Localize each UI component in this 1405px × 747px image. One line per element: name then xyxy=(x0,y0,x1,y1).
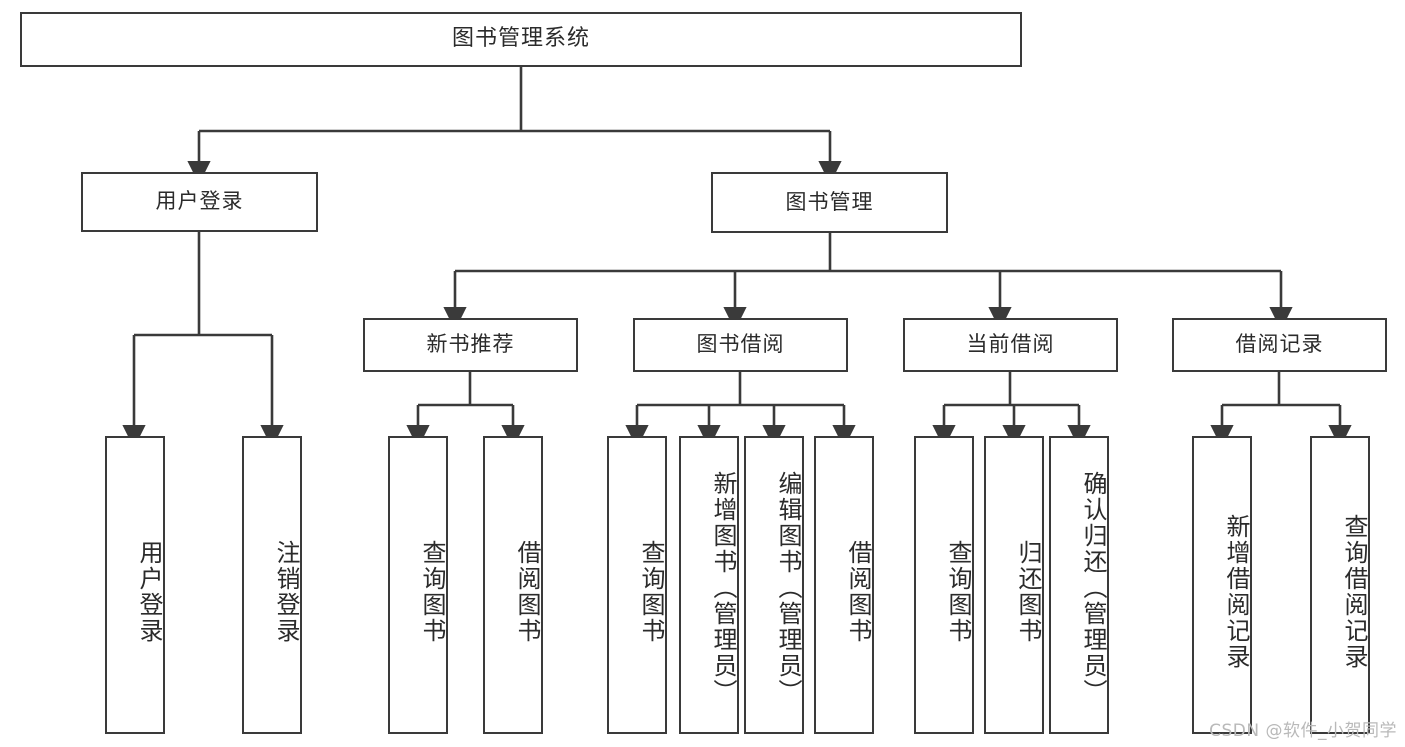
leaf-borrow-borrow-book[interactable]: 借阅图书 xyxy=(814,436,874,734)
leaf-user-logout[interactable]: 注销登录 xyxy=(242,436,302,734)
node-borrow-record[interactable]: 借阅记录 xyxy=(1172,318,1387,372)
node-label: 归还图书 xyxy=(1014,540,1042,644)
node-label: 图书管理系统 xyxy=(451,26,590,52)
node-label: 查询图书 xyxy=(418,540,446,644)
node-label: 用户登录 xyxy=(135,540,163,644)
node-label: 当前借阅 xyxy=(966,332,1055,357)
node-current-borrow[interactable]: 当前借阅 xyxy=(903,318,1118,372)
leaf-borrow-edit-book-admin[interactable]: 编辑图书（管理员） xyxy=(744,436,804,734)
node-user-login[interactable]: 用户登录 xyxy=(81,172,318,232)
node-root-system[interactable]: 图书管理系统 xyxy=(20,12,1022,67)
leaf-borrow-add-book-admin[interactable]: 新增图书（管理员） xyxy=(679,436,739,734)
node-book-borrow[interactable]: 图书借阅 xyxy=(633,318,848,372)
node-label: 新书推荐 xyxy=(426,332,515,357)
node-label: 用户登录 xyxy=(155,189,244,214)
node-label: 图书管理 xyxy=(785,189,874,214)
node-label: 查询图书 xyxy=(944,540,972,644)
node-label: 新增图书（管理员） xyxy=(709,471,737,705)
node-label: 查询借阅记录 xyxy=(1340,514,1368,670)
node-label: 借阅记录 xyxy=(1235,332,1324,357)
node-label: 借阅图书 xyxy=(844,540,872,644)
node-book-management[interactable]: 图书管理 xyxy=(711,172,948,233)
node-label: 查询图书 xyxy=(637,540,665,644)
leaf-recommend-query-book[interactable]: 查询图书 xyxy=(388,436,448,734)
leaf-current-return-book[interactable]: 归还图书 xyxy=(984,436,1044,734)
leaf-record-add-record[interactable]: 新增借阅记录 xyxy=(1192,436,1252,734)
node-label: 确认归还（管理员） xyxy=(1079,471,1107,705)
node-label: 借阅图书 xyxy=(513,540,541,644)
leaf-record-query-record[interactable]: 查询借阅记录 xyxy=(1310,436,1370,734)
csdn-watermark: CSDN @软件_小贺同学 xyxy=(1209,721,1397,741)
node-label: 新增借阅记录 xyxy=(1222,514,1250,670)
leaf-user-login[interactable]: 用户登录 xyxy=(105,436,165,734)
node-label: 图书借阅 xyxy=(696,332,785,357)
node-new-book-recommend[interactable]: 新书推荐 xyxy=(363,318,578,372)
node-label: 注销登录 xyxy=(272,540,300,644)
leaf-current-confirm-return-admin[interactable]: 确认归还（管理员） xyxy=(1049,436,1109,734)
leaf-recommend-borrow-book[interactable]: 借阅图书 xyxy=(483,436,543,734)
leaf-current-query-book[interactable]: 查询图书 xyxy=(914,436,974,734)
leaf-borrow-query-book[interactable]: 查询图书 xyxy=(607,436,667,734)
node-label: 编辑图书（管理员） xyxy=(774,471,802,705)
